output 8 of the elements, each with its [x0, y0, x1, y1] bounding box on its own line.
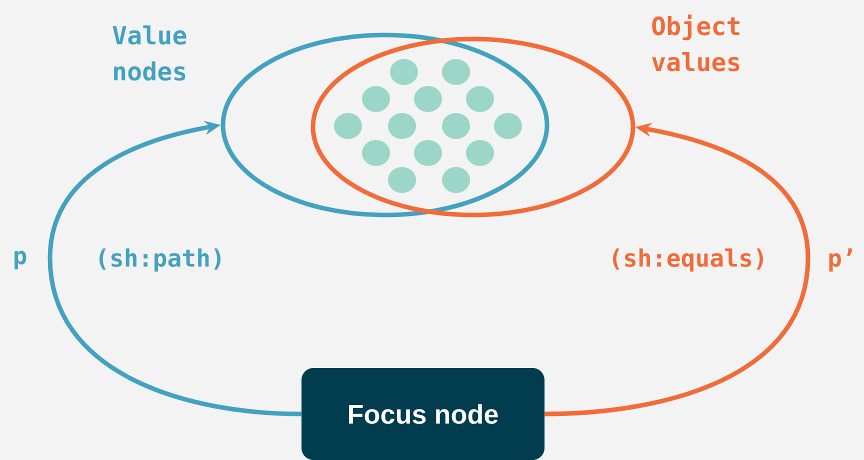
arrow [48, 120, 302, 416]
ellipse-heading: Value nodes [112, 25, 186, 81]
property-label: (sh:equals) [613, 248, 763, 272]
property-label: (sh:path) [99, 248, 221, 272]
ellipse-heading: Object values [652, 14, 740, 72]
property-label: p [14, 250, 26, 270]
property-label: p’ [829, 248, 852, 272]
focus-node-box: Focus node [302, 368, 544, 460]
